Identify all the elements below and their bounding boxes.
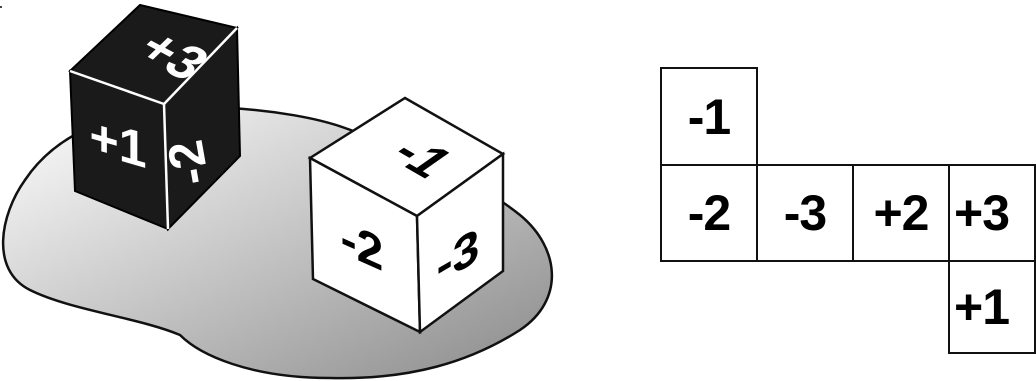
net-cell-middle-1: -2 <box>660 164 758 262</box>
net-cell-middle-3: +2 <box>852 164 950 262</box>
net-cell-bottom: +1 <box>948 260 1036 354</box>
net-cell-middle-2: -3 <box>756 164 854 262</box>
net-cell-middle-4: +3 <box>948 164 1036 262</box>
net-cell-top: -1 <box>660 67 758 166</box>
